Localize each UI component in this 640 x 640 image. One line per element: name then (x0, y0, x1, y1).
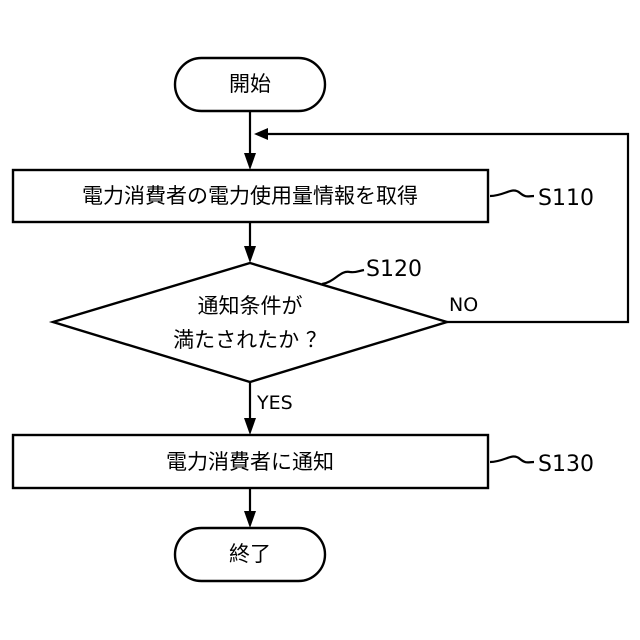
ref-s130: S130 (538, 452, 594, 477)
decision-s120-line1: 通知条件が (198, 294, 303, 318)
decision-s120-line2: 満たされたか ？ (173, 328, 327, 352)
leader-s120 (322, 270, 364, 284)
arrowhead-s130-end (244, 511, 256, 528)
ref-s120: S120 (366, 257, 422, 282)
process-s110-label: 電力消費者の電力使用量情報を取得 (82, 184, 418, 208)
arrowhead-no-loop (254, 128, 268, 140)
leader-s130 (490, 457, 534, 463)
arrowhead-s110-s120 (244, 246, 256, 263)
branch-no-label: NO (449, 294, 478, 316)
ref-s110: S110 (538, 186, 594, 211)
start-label: 開始 (229, 72, 271, 96)
process-s130-label: 電力消費者に通知 (166, 450, 334, 474)
arrowhead-start-s110 (244, 153, 256, 170)
leader-s110 (490, 191, 534, 197)
end-label: 終了 (229, 542, 271, 566)
arrowhead-s120-s130 (244, 418, 256, 435)
branch-yes-label: YES (256, 392, 293, 414)
